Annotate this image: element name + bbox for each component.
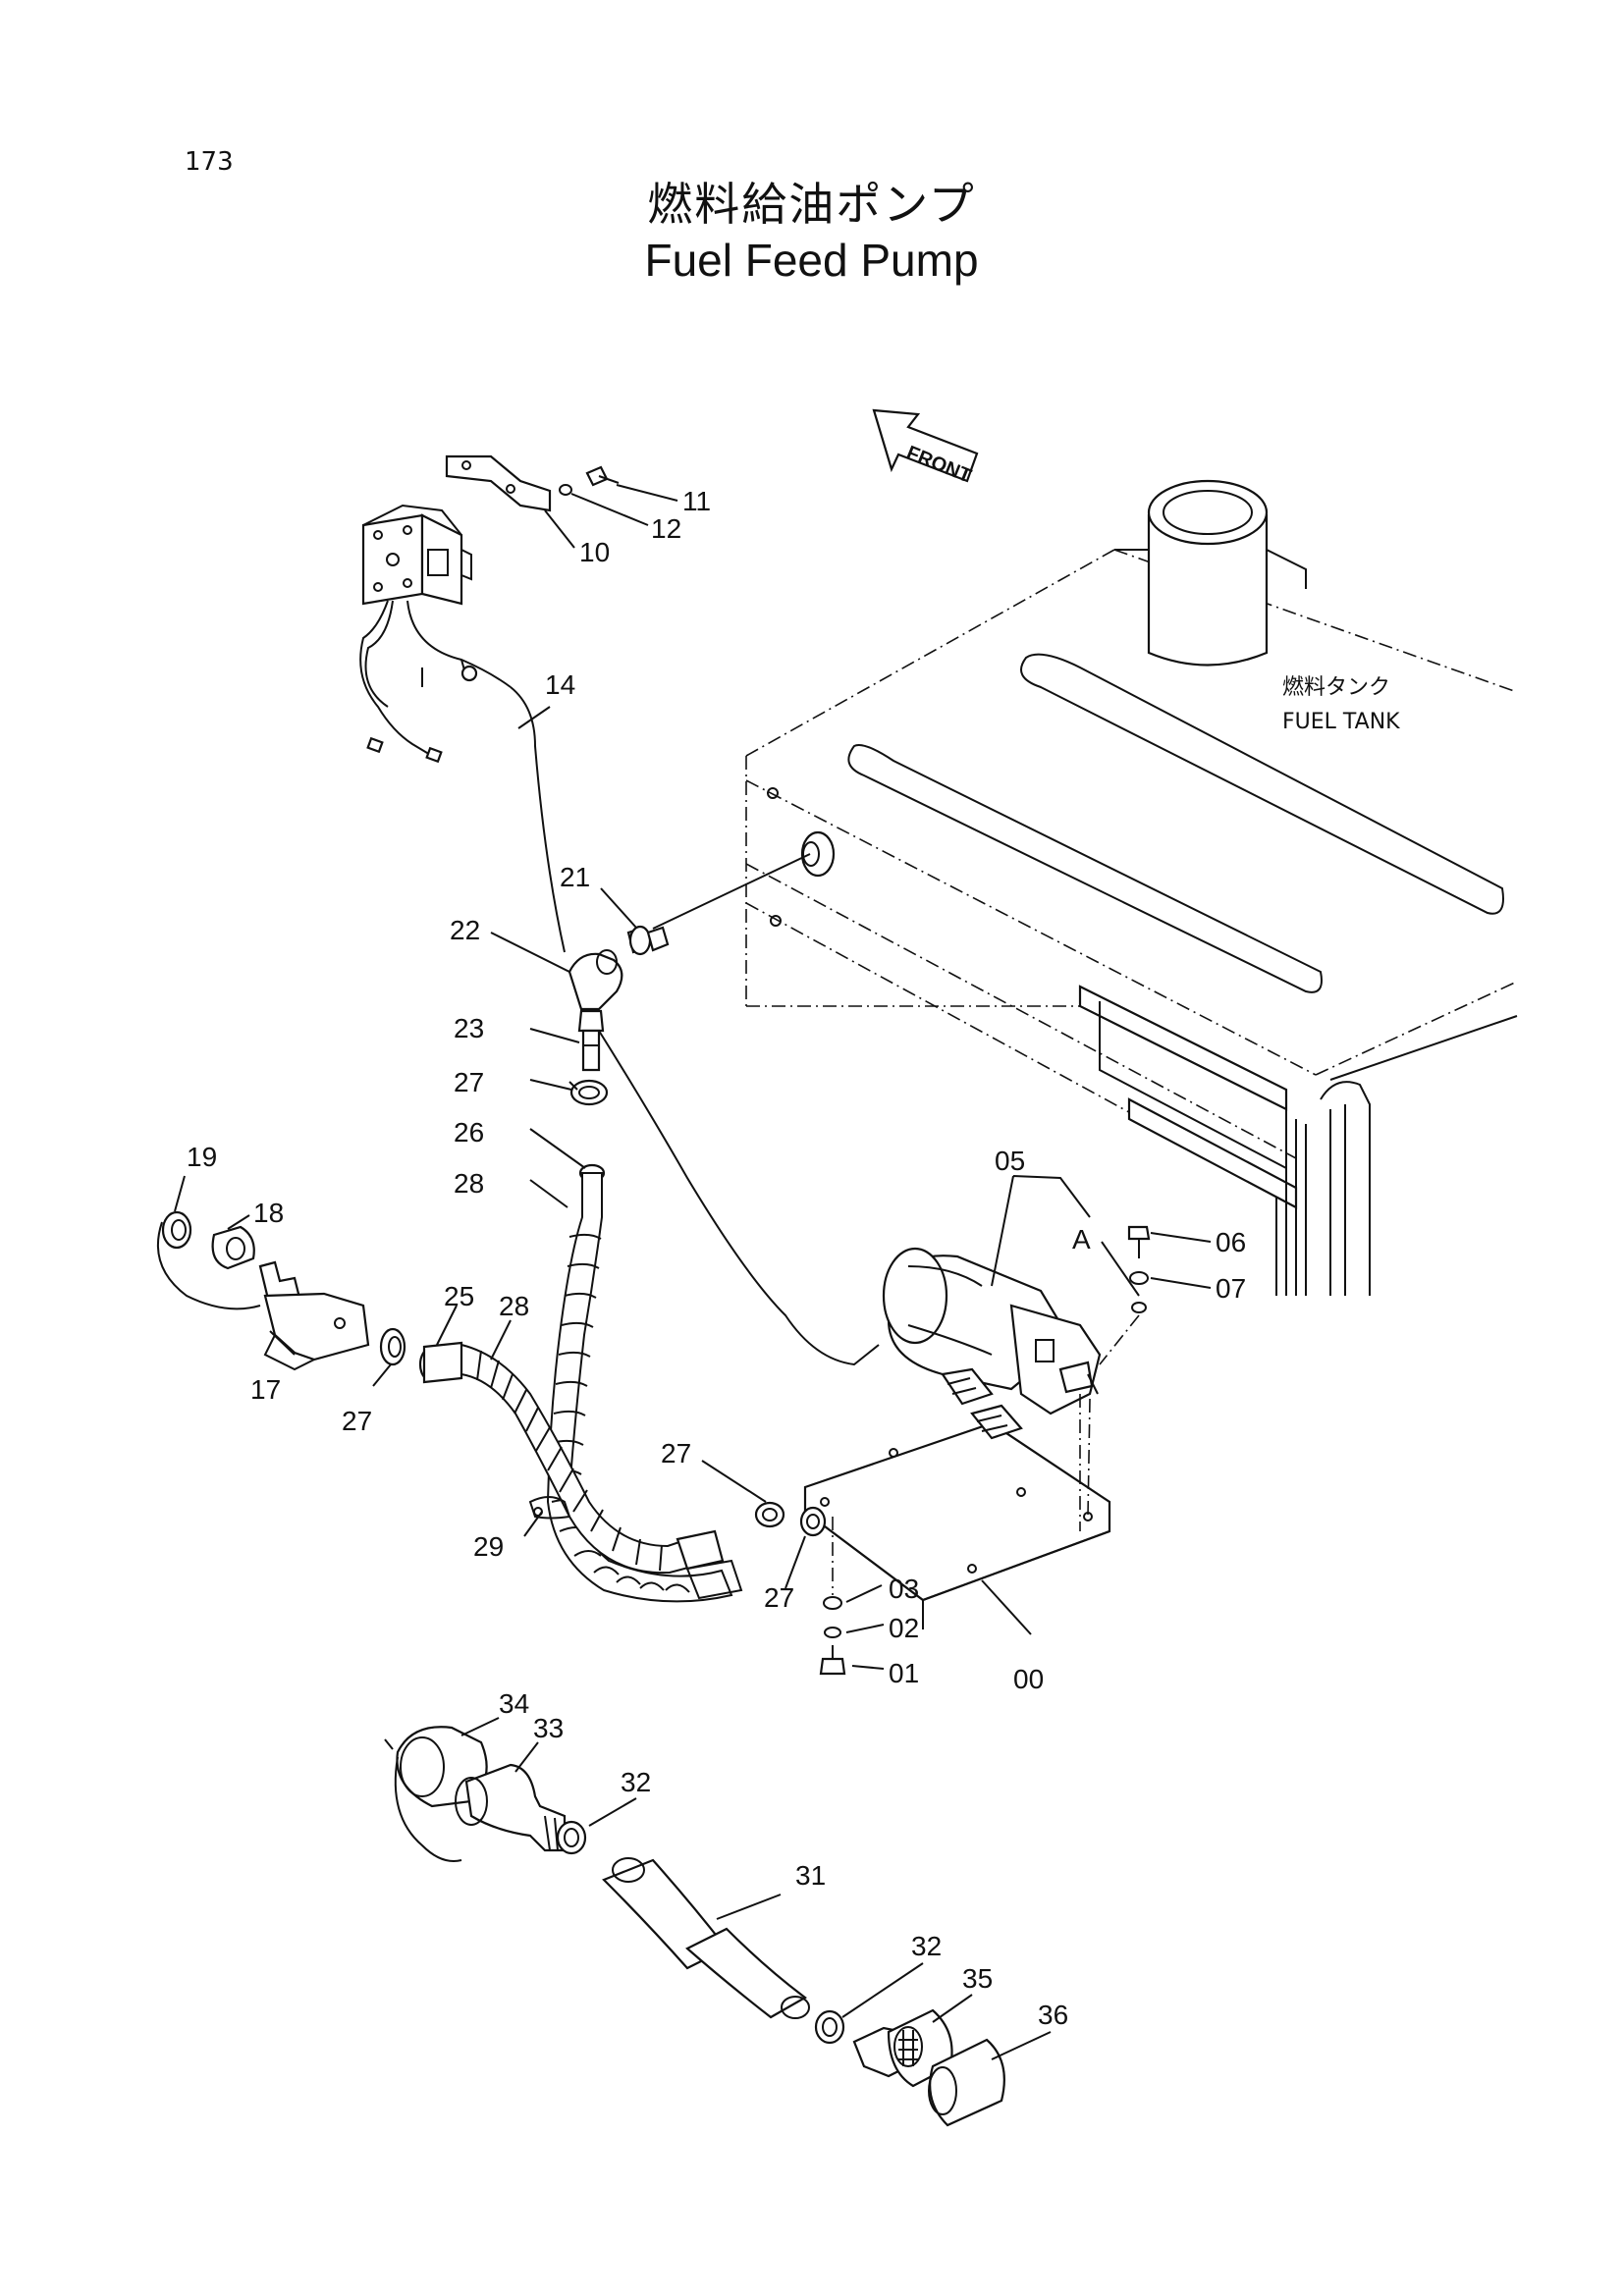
callout-labels: 11 12 10 14 21 22 23 27 26 28 19 18 17 2… — [187, 486, 1246, 2030]
callout-03: 03 — [889, 1574, 919, 1604]
callout-27-right: 27 — [661, 1438, 691, 1468]
detail-marker-a: A — [1072, 1224, 1091, 1255]
fuel-tank-label-jp: 燃料タンク — [1282, 675, 1390, 700]
strainer-assembly — [384, 1726, 1005, 2127]
callout-05: 05 — [995, 1146, 1025, 1176]
callout-35: 35 — [962, 1963, 993, 1994]
corrugated-hoses — [418, 1172, 743, 1603]
callout-10: 10 — [579, 537, 610, 567]
page-number: 173 — [185, 147, 234, 177]
callout-36: 36 — [1038, 2000, 1068, 2030]
callout-28-lower: 28 — [499, 1291, 529, 1321]
front-direction-arrow: FRONT — [872, 408, 979, 487]
callout-18: 18 — [253, 1198, 284, 1228]
callout-11: 11 — [682, 486, 711, 516]
left-bracket-assembly — [156, 1210, 406, 1371]
leader-lines — [174, 484, 1212, 2060]
callout-27-top: 27 — [454, 1067, 484, 1097]
callout-32-upper: 32 — [621, 1767, 651, 1797]
callout-31: 31 — [795, 1860, 826, 1891]
callout-02: 02 — [889, 1613, 919, 1643]
fittings-21-22-23 — [568, 853, 880, 1366]
callout-22: 22 — [450, 915, 480, 945]
callout-12: 12 — [651, 513, 681, 544]
callout-00: 00 — [1013, 1664, 1044, 1694]
callout-25: 25 — [444, 1281, 474, 1311]
callout-27-left: 27 — [342, 1406, 372, 1436]
callout-33: 33 — [533, 1713, 564, 1743]
callout-07: 07 — [1216, 1273, 1246, 1304]
callout-14: 14 — [545, 669, 575, 700]
control-unit-assembly — [359, 454, 620, 953]
callout-27-plate: 27 — [764, 1582, 794, 1613]
callout-26: 26 — [454, 1117, 484, 1148]
callout-17: 17 — [250, 1374, 281, 1405]
callout-34: 34 — [499, 1688, 529, 1719]
callout-23: 23 — [454, 1013, 484, 1043]
title-japanese: 燃料給油ポンプ — [647, 178, 976, 231]
fuel-tank-drawing — [745, 479, 1518, 1296]
callout-32-lower: 32 — [911, 1931, 942, 1961]
pump-and-plate — [754, 1225, 1151, 1676]
callout-19: 19 — [187, 1142, 217, 1172]
callout-29: 29 — [473, 1531, 504, 1562]
title-english: Fuel Feed Pump — [644, 235, 979, 286]
callout-21: 21 — [560, 862, 590, 892]
callout-28-upper: 28 — [454, 1168, 484, 1199]
callout-06: 06 — [1216, 1227, 1246, 1257]
callout-01: 01 — [889, 1658, 919, 1688]
fuel-tank-label-en: FUEL TANK — [1282, 710, 1400, 734]
